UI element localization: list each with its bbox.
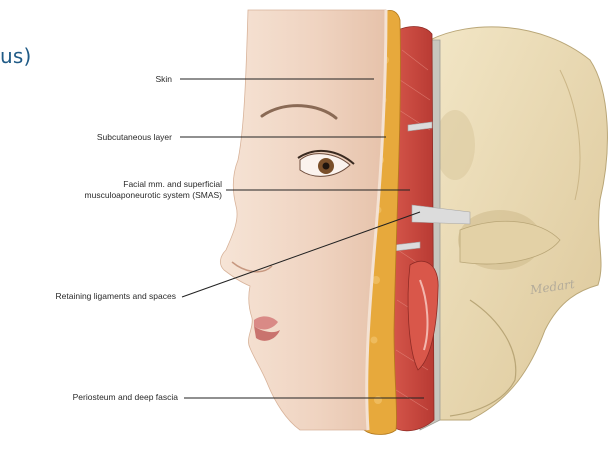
label-retaining-ligaments: Retaining ligaments and spaces xyxy=(20,291,176,302)
label-skin: Skin xyxy=(100,74,172,85)
label-smas-line2: musculoaponeurotic system (SMAS) xyxy=(0,190,222,201)
face-skin xyxy=(220,10,386,430)
label-periosteum: Periosteum and deep fascia xyxy=(30,392,178,403)
label-smas: Facial mm. and superficial musculoaponeu… xyxy=(0,179,222,200)
label-smas-line1: Facial mm. and superficial xyxy=(0,179,222,190)
label-subcutaneous-layer: Subcutaneous layer xyxy=(40,132,172,143)
